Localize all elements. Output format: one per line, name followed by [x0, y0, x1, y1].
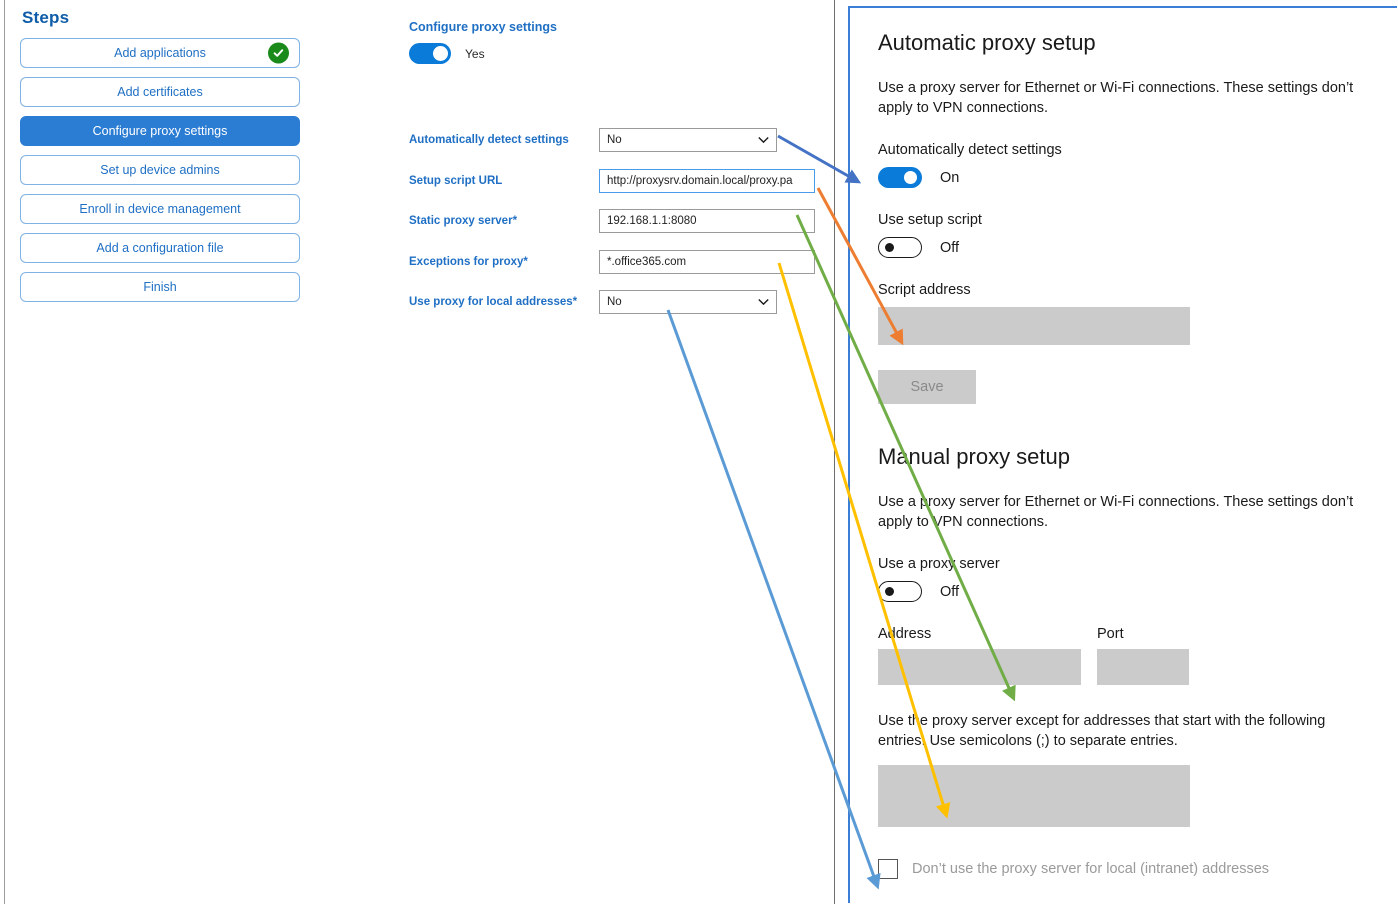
bypass-local-addresses-row[interactable]: Don’t use the proxy server for local (in…	[878, 859, 1369, 879]
field-row-static-proxy-server: Static proxy server* 192.168.1.1:8080	[409, 209, 819, 233]
bypass-local-addresses-label: Don’t use the proxy server for local (in…	[912, 861, 1270, 877]
field-label: Exceptions for proxy*	[409, 256, 528, 268]
input-value: *.office365.com	[607, 256, 687, 268]
toggle-switch-off[interactable]	[878, 581, 922, 602]
automatic-proxy-description: Use a proxy server for Ethernet or Wi-Fi…	[878, 80, 1354, 116]
sidebar-item-label: Add applications	[114, 46, 206, 60]
automatically-detect-settings-label: Automatically detect settings	[878, 142, 1062, 158]
steps-title: Steps	[22, 8, 70, 27]
automatically-detect-settings-select[interactable]: No	[599, 128, 777, 152]
toggle-state-label: Off	[940, 583, 960, 600]
address-input[interactable]	[878, 649, 1081, 685]
toggle-knob	[885, 243, 894, 252]
field-row-automatically-detect-settings: Automatically detect settings No	[409, 128, 819, 152]
select-value: No	[607, 134, 622, 146]
address-label: Address	[878, 626, 932, 642]
use-proxy-for-local-addresses-select[interactable]: No	[599, 290, 777, 314]
save-button[interactable]: Save	[878, 370, 976, 404]
arrow-use-proxy-for-local-addresses	[666, 309, 881, 890]
exceptions-input[interactable]	[878, 765, 1190, 827]
check-circle-icon	[268, 42, 289, 64]
sidebar-item-enroll-in-device-management[interactable]: Enroll in device management	[20, 194, 300, 224]
manual-proxy-setup-heading: Manual proxy setup	[878, 444, 1070, 469]
sidebar-item-add-certificates[interactable]: Add certificates	[20, 77, 300, 107]
script-address-label: Script address	[878, 282, 971, 298]
field-label: Setup script URL	[409, 175, 503, 187]
toggle-value-label: Yes	[465, 46, 485, 61]
use-setup-script-label: Use setup script	[878, 212, 982, 228]
field-label: Use proxy for local addresses*	[409, 296, 578, 308]
port-input[interactable]	[1097, 649, 1189, 685]
exceptions-description: Use the proxy server except for addresse…	[878, 713, 1326, 749]
port-column: Port	[1097, 626, 1189, 685]
sidebar-item-label: Add a configuration file	[96, 241, 224, 255]
sidebar-item-label: Enroll in device management	[79, 202, 241, 216]
automatic-proxy-setup-heading: Automatic proxy setup	[878, 30, 1096, 55]
script-address-input[interactable]	[878, 307, 1190, 345]
page-left-border	[4, 0, 5, 904]
chevron-down-icon	[758, 298, 769, 306]
address-column: Address	[878, 626, 1081, 685]
field-label: Automatically detect settings	[409, 134, 569, 146]
automatically-detect-settings-toggle[interactable]: On	[878, 167, 1369, 188]
input-value: 192.168.1.1:8080	[607, 215, 697, 227]
windows-proxy-settings-panel: Automatic proxy setup Use a proxy server…	[848, 6, 1397, 903]
toggle-switch-off[interactable]	[878, 237, 922, 258]
port-label: Port	[1097, 626, 1124, 642]
sidebar-item-add-applications[interactable]: Add applications	[20, 38, 300, 68]
toggle-state-label: Off	[940, 239, 960, 256]
toggle-switch-on[interactable]	[878, 167, 922, 188]
field-row-use-proxy-for-local-addresses: Use proxy for local addresses* No	[409, 290, 819, 314]
toggle-knob	[904, 171, 917, 184]
address-port-row: Address Port	[878, 626, 1369, 685]
select-value: No	[607, 296, 622, 308]
configure-proxy-settings-toggle[interactable]: Yes	[409, 43, 485, 64]
sidebar-item-label: Configure proxy settings	[92, 124, 228, 138]
manual-proxy-description: Use a proxy server for Ethernet or Wi-Fi…	[878, 494, 1354, 530]
sidebar-item-label: Set up device admins	[100, 163, 220, 177]
sidebar-item-finish[interactable]: Finish	[20, 272, 300, 302]
input-value: http://proxysrv.domain.local/proxy.pa	[607, 175, 793, 187]
toggle-knob	[433, 46, 448, 61]
use-a-proxy-server-toggle[interactable]: Off	[878, 581, 1369, 602]
chevron-down-icon	[758, 136, 769, 144]
exceptions-for-proxy-input[interactable]: *.office365.com	[599, 250, 815, 274]
sidebar-item-add-a-configuration-file[interactable]: Add a configuration file	[20, 233, 300, 263]
sidebar-item-set-up-device-admins[interactable]: Set up device admins	[20, 155, 300, 185]
field-row-setup-script-url: Setup script URL http://proxysrv.domain.…	[409, 169, 819, 193]
steps-sidebar: Steps Add applications Add certificates …	[20, 8, 302, 311]
setup-script-url-input[interactable]: http://proxysrv.domain.local/proxy.pa	[599, 169, 815, 193]
static-proxy-server-input[interactable]: 192.168.1.1:8080	[599, 209, 815, 233]
use-setup-script-toggle[interactable]: Off	[878, 237, 1369, 258]
toggle-state-label: On	[940, 169, 960, 186]
sidebar-item-configure-proxy-settings[interactable]: Configure proxy settings	[20, 116, 300, 146]
toggle-knob	[885, 587, 894, 596]
checkbox-icon[interactable]	[878, 859, 898, 879]
sidebar-item-label: Finish	[143, 280, 177, 294]
toggle-switch-on[interactable]	[409, 43, 451, 64]
form-section-title: Configure proxy settings	[409, 20, 557, 34]
sidebar-item-label: Add certificates	[117, 85, 203, 99]
panel-divider-line	[834, 0, 835, 904]
field-label: Static proxy server*	[409, 215, 518, 227]
field-row-exceptions-for-proxy: Exceptions for proxy* *.office365.com	[409, 250, 819, 274]
use-a-proxy-server-label: Use a proxy server	[878, 556, 1000, 572]
